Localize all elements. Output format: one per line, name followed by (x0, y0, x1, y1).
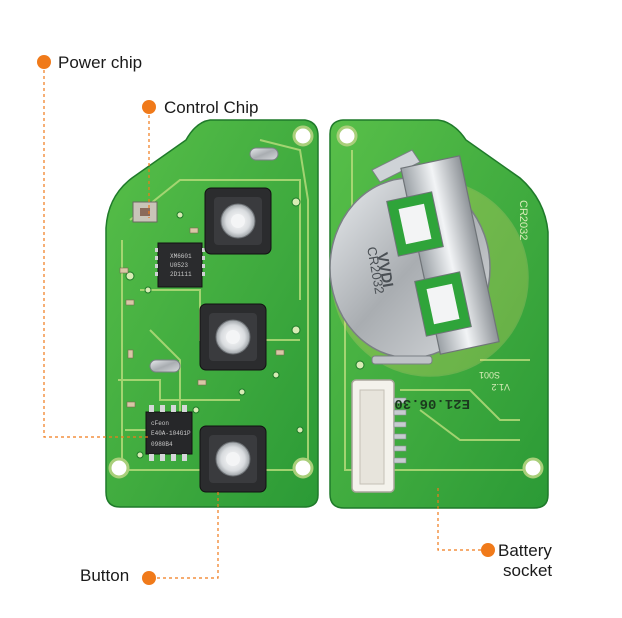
date-code: E21.06.30 (394, 395, 470, 411)
control-chip-label: Control Chip (164, 98, 259, 117)
left-board: XM6601 U0523 2D1111 cFeon E40A-104G1P 09… (105, 119, 319, 508)
callout-dot (142, 100, 156, 114)
button-label: Button (80, 566, 130, 585)
button-switch-icon (204, 187, 272, 255)
right-board: VVDI CR2032 CR2032 E21.06.30 S001 V1.2 (329, 119, 549, 509)
chip-marking: U0523 (170, 262, 188, 269)
board-silkscreen: S001 (479, 370, 500, 380)
control-chip: XM6601 U0523 2D1111 (155, 242, 205, 288)
battery-socket-label-line2: socket (503, 561, 553, 580)
chip-marking: 0980B4 (151, 441, 173, 448)
callout-dot (37, 55, 51, 69)
chip-marking: E40A-104G1P (151, 430, 191, 437)
chip-marking: 2D1111 (170, 271, 192, 278)
board-silkscreen: V1.2 (491, 382, 510, 392)
button-switch-icon (199, 303, 267, 371)
callout-lines (43, 70, 482, 579)
battery-clip-icon: VVDI CR2032 (329, 149, 500, 365)
battery-socket-label-line1: Battery (498, 541, 552, 560)
board-silkscreen: CR2032 (517, 200, 529, 240)
chip-marking: cFeon (151, 420, 169, 427)
button-switch-icon (199, 425, 267, 493)
power-chip: cFeon E40A-104G1P 0980B4 (145, 405, 193, 461)
callout-dot (481, 543, 495, 557)
connector-icon (351, 379, 407, 493)
callout-dot (142, 571, 156, 585)
power-chip-label: Power chip (58, 53, 143, 72)
chip-marking: XM6601 (170, 253, 192, 260)
battery-marking: VVDI (373, 251, 396, 288)
